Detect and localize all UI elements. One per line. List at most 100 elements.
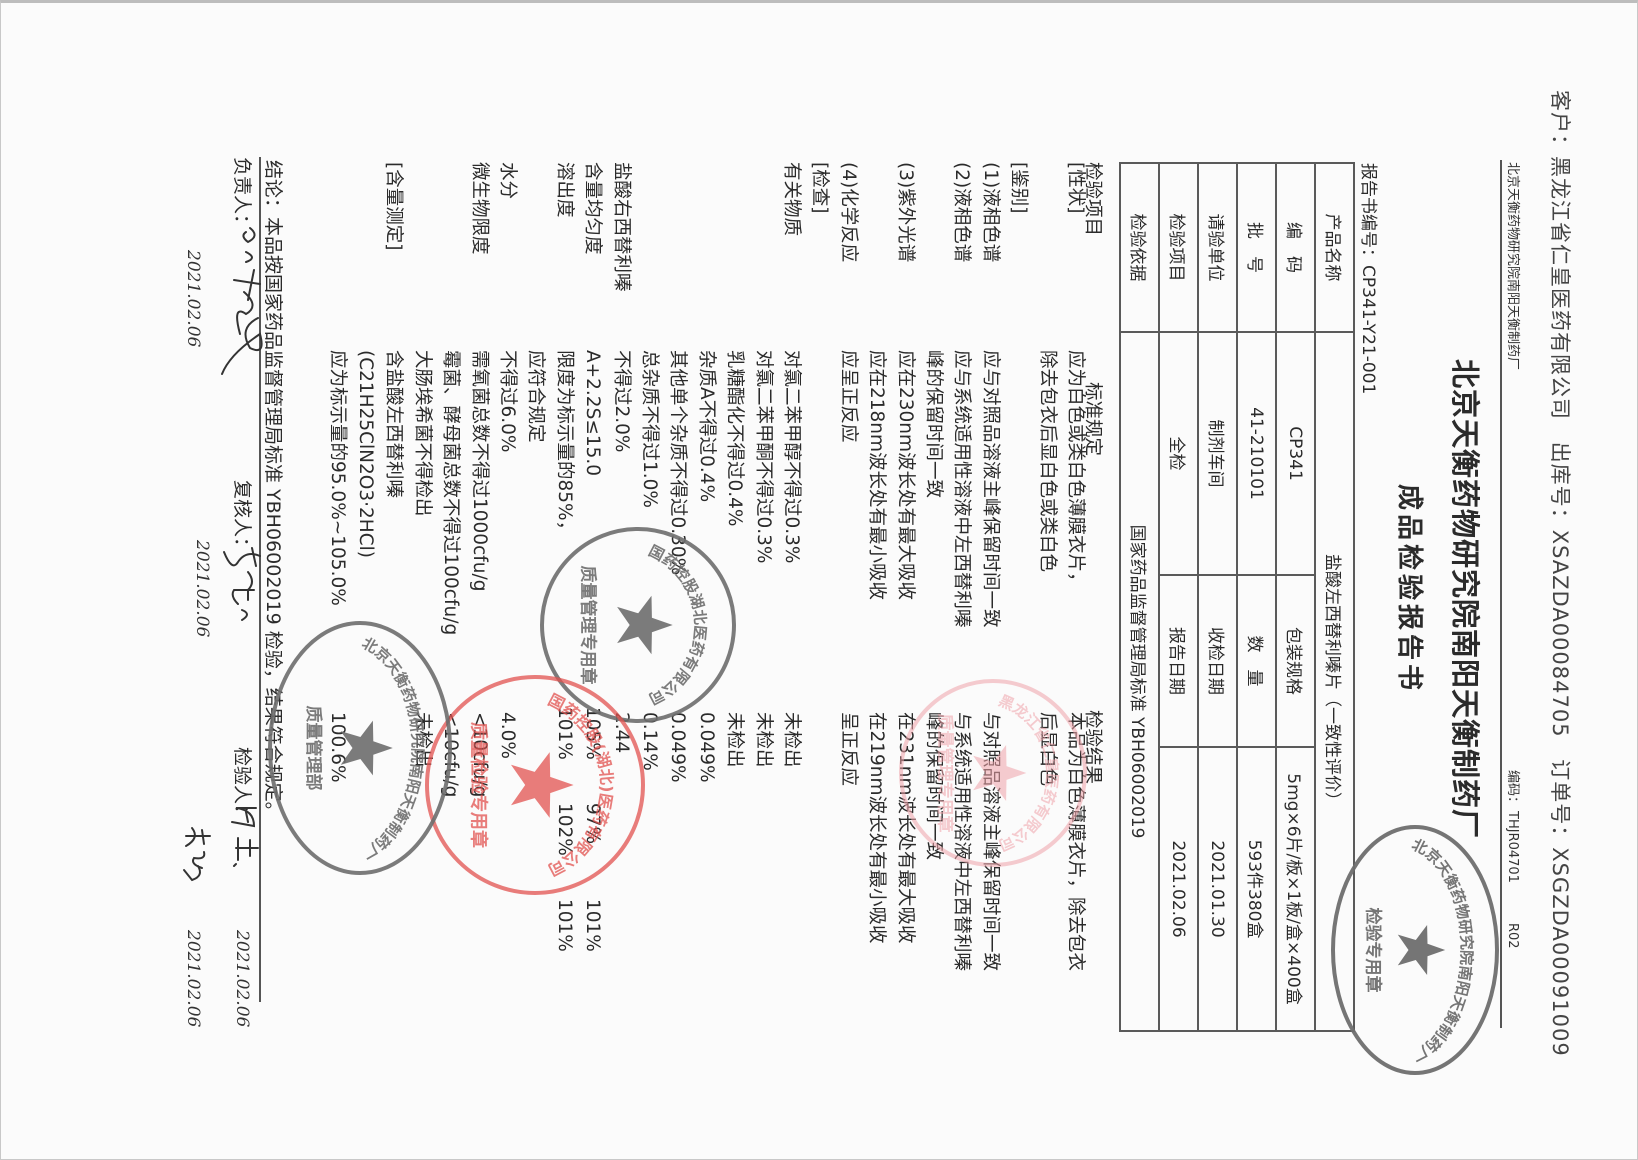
- outbound-no: XSAZDA00084705: [1548, 529, 1572, 738]
- test-result: 与对照品溶液主峰保留时间一致: [980, 712, 1001, 972]
- order-no: XSGZDA00091009: [1548, 847, 1572, 1057]
- cell-label: 收检日期: [1198, 575, 1237, 747]
- stamp-center-text: 检验专用章: [1362, 908, 1383, 993]
- cell-code: CP341: [1276, 332, 1315, 575]
- test-result: 峰的保留时间一致: [923, 712, 944, 861]
- test-standard: 含盐酸左西替利嗪: [383, 350, 404, 499]
- product-info-table: 产品名称 盐酸左西替利嗪片（一致性评价） 编 码 CP341 包装规格 5mg×…: [1119, 162, 1355, 1032]
- test-item: (2)液相色谱: [951, 162, 972, 263]
- test-standard: 霉菌、酵母菌总数不得过100cfu/g: [440, 350, 461, 636]
- cell-label: 请验单位: [1198, 163, 1237, 332]
- star-icon: [617, 595, 673, 655]
- revision: R02: [1505, 922, 1520, 949]
- test-result: 未检出: [781, 712, 802, 768]
- test-item: (3)紫外光谱: [895, 162, 916, 263]
- cell-label: 检验依据: [1120, 163, 1159, 332]
- company-title: 北京天衡药物研究院南阳天衡制药厂: [1448, 358, 1482, 839]
- order-label: 订单号：: [1548, 759, 1572, 848]
- test-standard: 应符合规定: [525, 350, 546, 443]
- cell-label: 编 码: [1276, 163, 1315, 332]
- result-value: 97%: [582, 803, 603, 845]
- test-standard: 其他单个杂质不得过0.30%: [667, 350, 688, 576]
- test-result: 后显白色: [1037, 712, 1058, 787]
- inspector-label: 检验人：: [231, 747, 253, 824]
- inspector2-date: 2021.02.06: [183, 930, 203, 1028]
- test-standard: (C21H25ClN2O3·2HCl): [355, 350, 376, 558]
- test-item: [含量测定]: [383, 162, 404, 251]
- code-value: THJR04701: [1505, 811, 1520, 883]
- result-value: 101%: [554, 899, 575, 952]
- cell-label: 包装规格: [1276, 575, 1315, 747]
- result-value: 105%: [582, 707, 603, 760]
- manager-label: 负责人：: [231, 157, 253, 234]
- cell-label: 数 量: [1237, 575, 1276, 747]
- report-no-label: 报告书编号：: [1358, 163, 1378, 265]
- test-result: 呈正反应: [838, 712, 859, 787]
- test-standard: 不得过2.0%: [611, 350, 632, 453]
- cell-report-date: 2021.02.06: [1159, 747, 1198, 1032]
- test-standard: A+2.2S≤15.0: [582, 350, 603, 477]
- test-standard: 大肠埃希菌不得检出: [412, 350, 433, 517]
- test-item: 有关物质: [781, 162, 802, 237]
- test-result: 0.14%: [639, 712, 660, 771]
- test-result: 在219nm波长处有最小吸收: [866, 712, 887, 944]
- stamp-center-text: 质量管理专用章: [577, 566, 598, 685]
- reviewer-label: 复核人：: [231, 480, 253, 557]
- test-item: 盐酸右西替利嗪: [611, 162, 632, 292]
- distributor-stamp: 国药控股湖北医药有限公司 质量管理专用章: [540, 527, 736, 723]
- cell-requester: 制剂车间: [1198, 332, 1237, 575]
- stamp-center-text: 质量管理部: [303, 706, 324, 791]
- manager-date: 2021.02.06: [183, 250, 203, 348]
- cell-label: 报告日期: [1159, 575, 1198, 747]
- code-label: 编码：: [1505, 770, 1520, 810]
- test-standard: 对氯二苯甲醇不得过0.3%: [781, 350, 802, 564]
- outbound-label: 出库号：: [1548, 441, 1572, 530]
- test-standard: 不得过6.0%: [497, 350, 518, 453]
- customer-label: 客户：: [1548, 90, 1572, 156]
- test-standard: 应为白色或类白色薄膜衣片，: [1065, 350, 1086, 591]
- test-standard: 应为标示量的95.0%~105.0%: [327, 350, 348, 606]
- header-rule: [1500, 160, 1502, 1028]
- test-result: 未检出: [412, 712, 433, 768]
- test-result: 2.44: [611, 712, 632, 754]
- cell-received-date: 2021.01.30: [1198, 747, 1237, 1032]
- cell-batch: 41-210101: [1237, 332, 1276, 575]
- reviewer-date: 2021.02.06: [192, 540, 212, 638]
- test-standard: 除去包衣后显白色或类白色: [1037, 350, 1058, 573]
- test-standard: 应呈正反应: [838, 350, 859, 443]
- test-result: 0.049%: [667, 712, 688, 783]
- test-result: 与系统适用性溶液中左西替利嗪: [951, 712, 972, 972]
- table-row: 批 号 41-210101 数 量 593件380盒: [1237, 163, 1276, 1032]
- table-row: 检验依据 国家药品监督管理局标准 YBH06002019: [1120, 163, 1159, 1032]
- test-standard: 应与系统适用性溶液中左西替利嗪: [951, 350, 972, 628]
- test-standard: 应在230nm波长处有最大吸收: [895, 350, 916, 601]
- customer-line: 客户：黑龙江省仁皇医药有限公司 出库号：XSAZDA00084705 订单号：X…: [1546, 90, 1576, 1071]
- test-result: 0.049%: [696, 712, 717, 783]
- test-result: 本品为白色薄膜衣片，除去包衣: [1065, 712, 1086, 972]
- report-number: 报告书编号：CP341-Y21-001: [1358, 163, 1383, 394]
- test-item: (1)液相色谱: [980, 162, 1001, 263]
- table-row: 请验单位 制剂车间 收检日期 2021.01.30: [1198, 163, 1237, 1032]
- result-value: 102%: [554, 803, 575, 856]
- report-title: 成品检验报告书: [1394, 483, 1424, 694]
- document-code: 编码：THJR04701R02: [1505, 770, 1524, 959]
- test-result: 未检出: [724, 712, 745, 768]
- cell-quantity: 593件380盒: [1237, 747, 1276, 1032]
- test-result: 未检出: [753, 712, 774, 768]
- test-item: [检查]: [809, 162, 830, 214]
- test-result: 100.6%: [327, 712, 348, 783]
- test-standard: 限度为标示量的85%，: [554, 350, 575, 540]
- test-results: 105%97%101%: [580, 707, 604, 995]
- test-item: (4)化学反应: [838, 162, 859, 263]
- test-result: <10cfu/g: [469, 712, 490, 798]
- test-item: [鉴别]: [1008, 162, 1029, 214]
- test-standard: 峰的保留时间一致: [923, 350, 944, 499]
- test-item: [性状]: [1065, 162, 1086, 214]
- cell-product-name: 盐酸左西替利嗪片（一致性评价）: [1315, 332, 1354, 1032]
- inspector-date: 2021.02.06: [232, 930, 252, 1028]
- table-row: 编 码 CP341 包装规格 5mg×6片/板×1板/盒×400盒: [1276, 163, 1315, 1032]
- table-row: 产品名称 盐酸左西替利嗪片（一致性评价）: [1315, 163, 1354, 1032]
- cell-scope: 全检: [1159, 332, 1198, 575]
- reviewer-signature: [223, 547, 261, 621]
